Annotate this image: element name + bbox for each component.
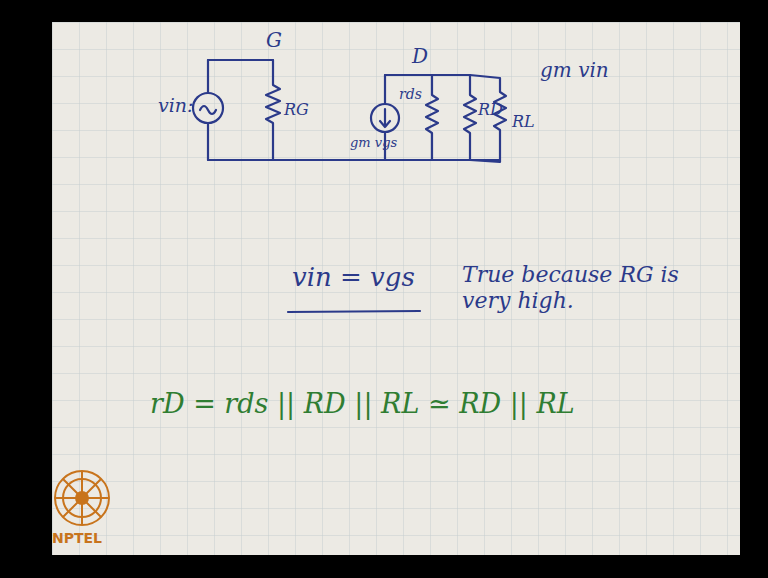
- node-label: D: [412, 44, 428, 68]
- component-label: rds: [399, 86, 422, 103]
- equation: vin = vgs: [292, 262, 415, 293]
- node-label: G: [266, 28, 282, 52]
- note: True because RG is very high.: [462, 262, 712, 315]
- signal-name: vin:: [158, 94, 193, 117]
- signal-name: gm vin: [540, 58, 609, 82]
- equation: rD = rds || RD || RL ≃ RD || RL: [150, 388, 575, 420]
- source-label: gm vgs: [350, 135, 397, 151]
- component-label: RG: [284, 100, 309, 119]
- logo-text: NPTEL: [52, 530, 102, 547]
- component-label: RD: [478, 100, 503, 119]
- component-label: RL: [512, 112, 535, 131]
